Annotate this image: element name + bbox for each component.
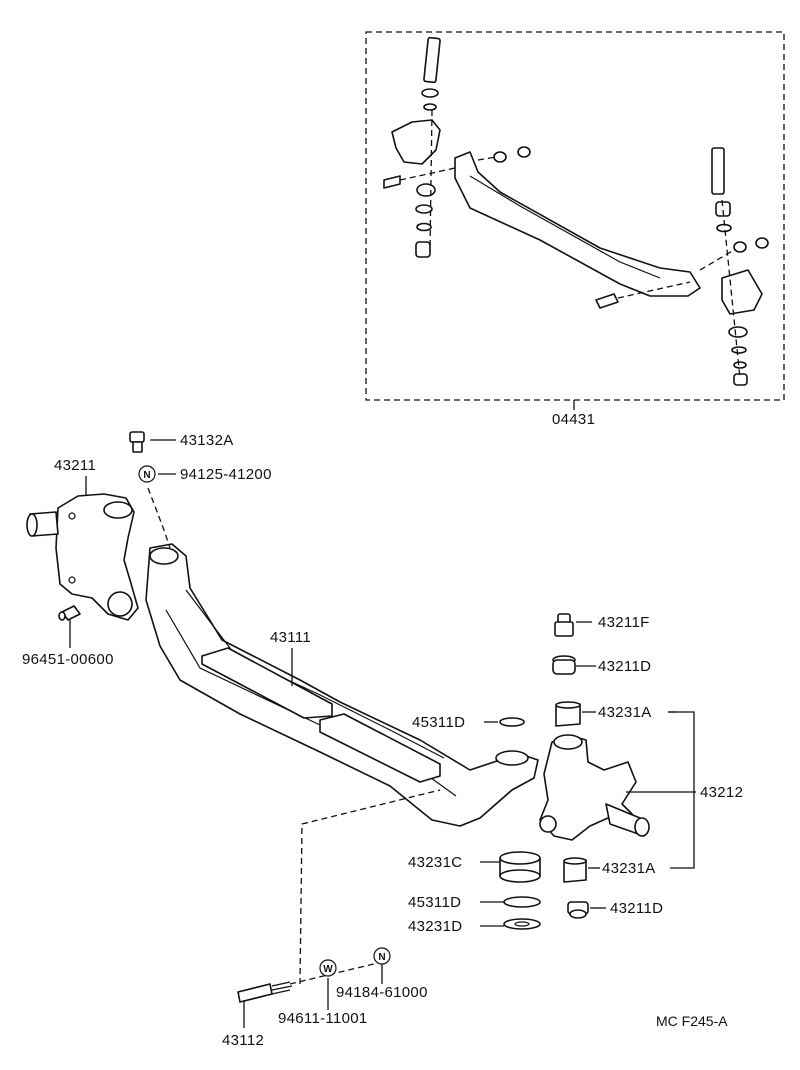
shim-43231d xyxy=(503,918,541,930)
bolt-43132a xyxy=(129,431,176,453)
label-43231c: 43231C xyxy=(408,854,462,871)
plug-43211d-bottom xyxy=(567,901,606,919)
thrust-bearing-43231c xyxy=(480,851,541,883)
label-43112: 43112 xyxy=(222,1032,264,1049)
kit-label: 04431 xyxy=(552,411,595,428)
svg-text:W: W xyxy=(323,964,333,975)
label-45311d-upper: 45311D xyxy=(412,714,465,731)
label-43212: 43212 xyxy=(700,784,743,801)
plug-43211d-top xyxy=(552,655,596,675)
label-96451-00600: 96451-00600 xyxy=(22,651,114,668)
label-43231a-upper: 43231A xyxy=(598,704,652,721)
left-steering-knuckle xyxy=(26,493,139,621)
nut-badge-top: N xyxy=(138,465,156,483)
svg-text:N: N xyxy=(378,952,385,963)
nut-badge-bottom: N xyxy=(373,947,391,965)
grease-fitting-left xyxy=(58,605,81,648)
bushing-43231a-upper xyxy=(555,701,596,727)
right-steering-knuckle xyxy=(539,734,696,841)
label-43231a-lower: 43231A xyxy=(602,860,656,877)
oring-45311d-lower xyxy=(503,896,541,908)
label-43211: 43211 xyxy=(54,457,96,474)
figure-code: MC F245-A xyxy=(656,1013,728,1029)
label-94611-11001: 94611-11001 xyxy=(278,1010,368,1027)
fitting-43211f xyxy=(554,613,592,637)
kit-inset xyxy=(365,31,785,410)
label-43211d-bottom: 43211D xyxy=(610,900,663,917)
svg-text:N: N xyxy=(143,470,150,481)
label-43231d: 43231D xyxy=(408,918,462,935)
label-43132a: 43132A xyxy=(180,432,234,449)
label-43211d-top: 43211D xyxy=(598,658,651,675)
bushing-43231a-lower xyxy=(563,857,600,883)
label-45311d-lower: 45311D xyxy=(408,894,461,911)
label-94125-41200: 94125-41200 xyxy=(180,466,272,483)
label-94184-61000: 94184-61000 xyxy=(336,984,428,1001)
axle-beam xyxy=(145,543,539,827)
label-43111: 43111 xyxy=(270,629,311,646)
oring-45311d-upper xyxy=(499,717,525,727)
label-43211f: 43211F xyxy=(598,614,650,631)
washer-badge: W xyxy=(319,959,337,977)
king-pin-43112 xyxy=(237,981,293,1028)
